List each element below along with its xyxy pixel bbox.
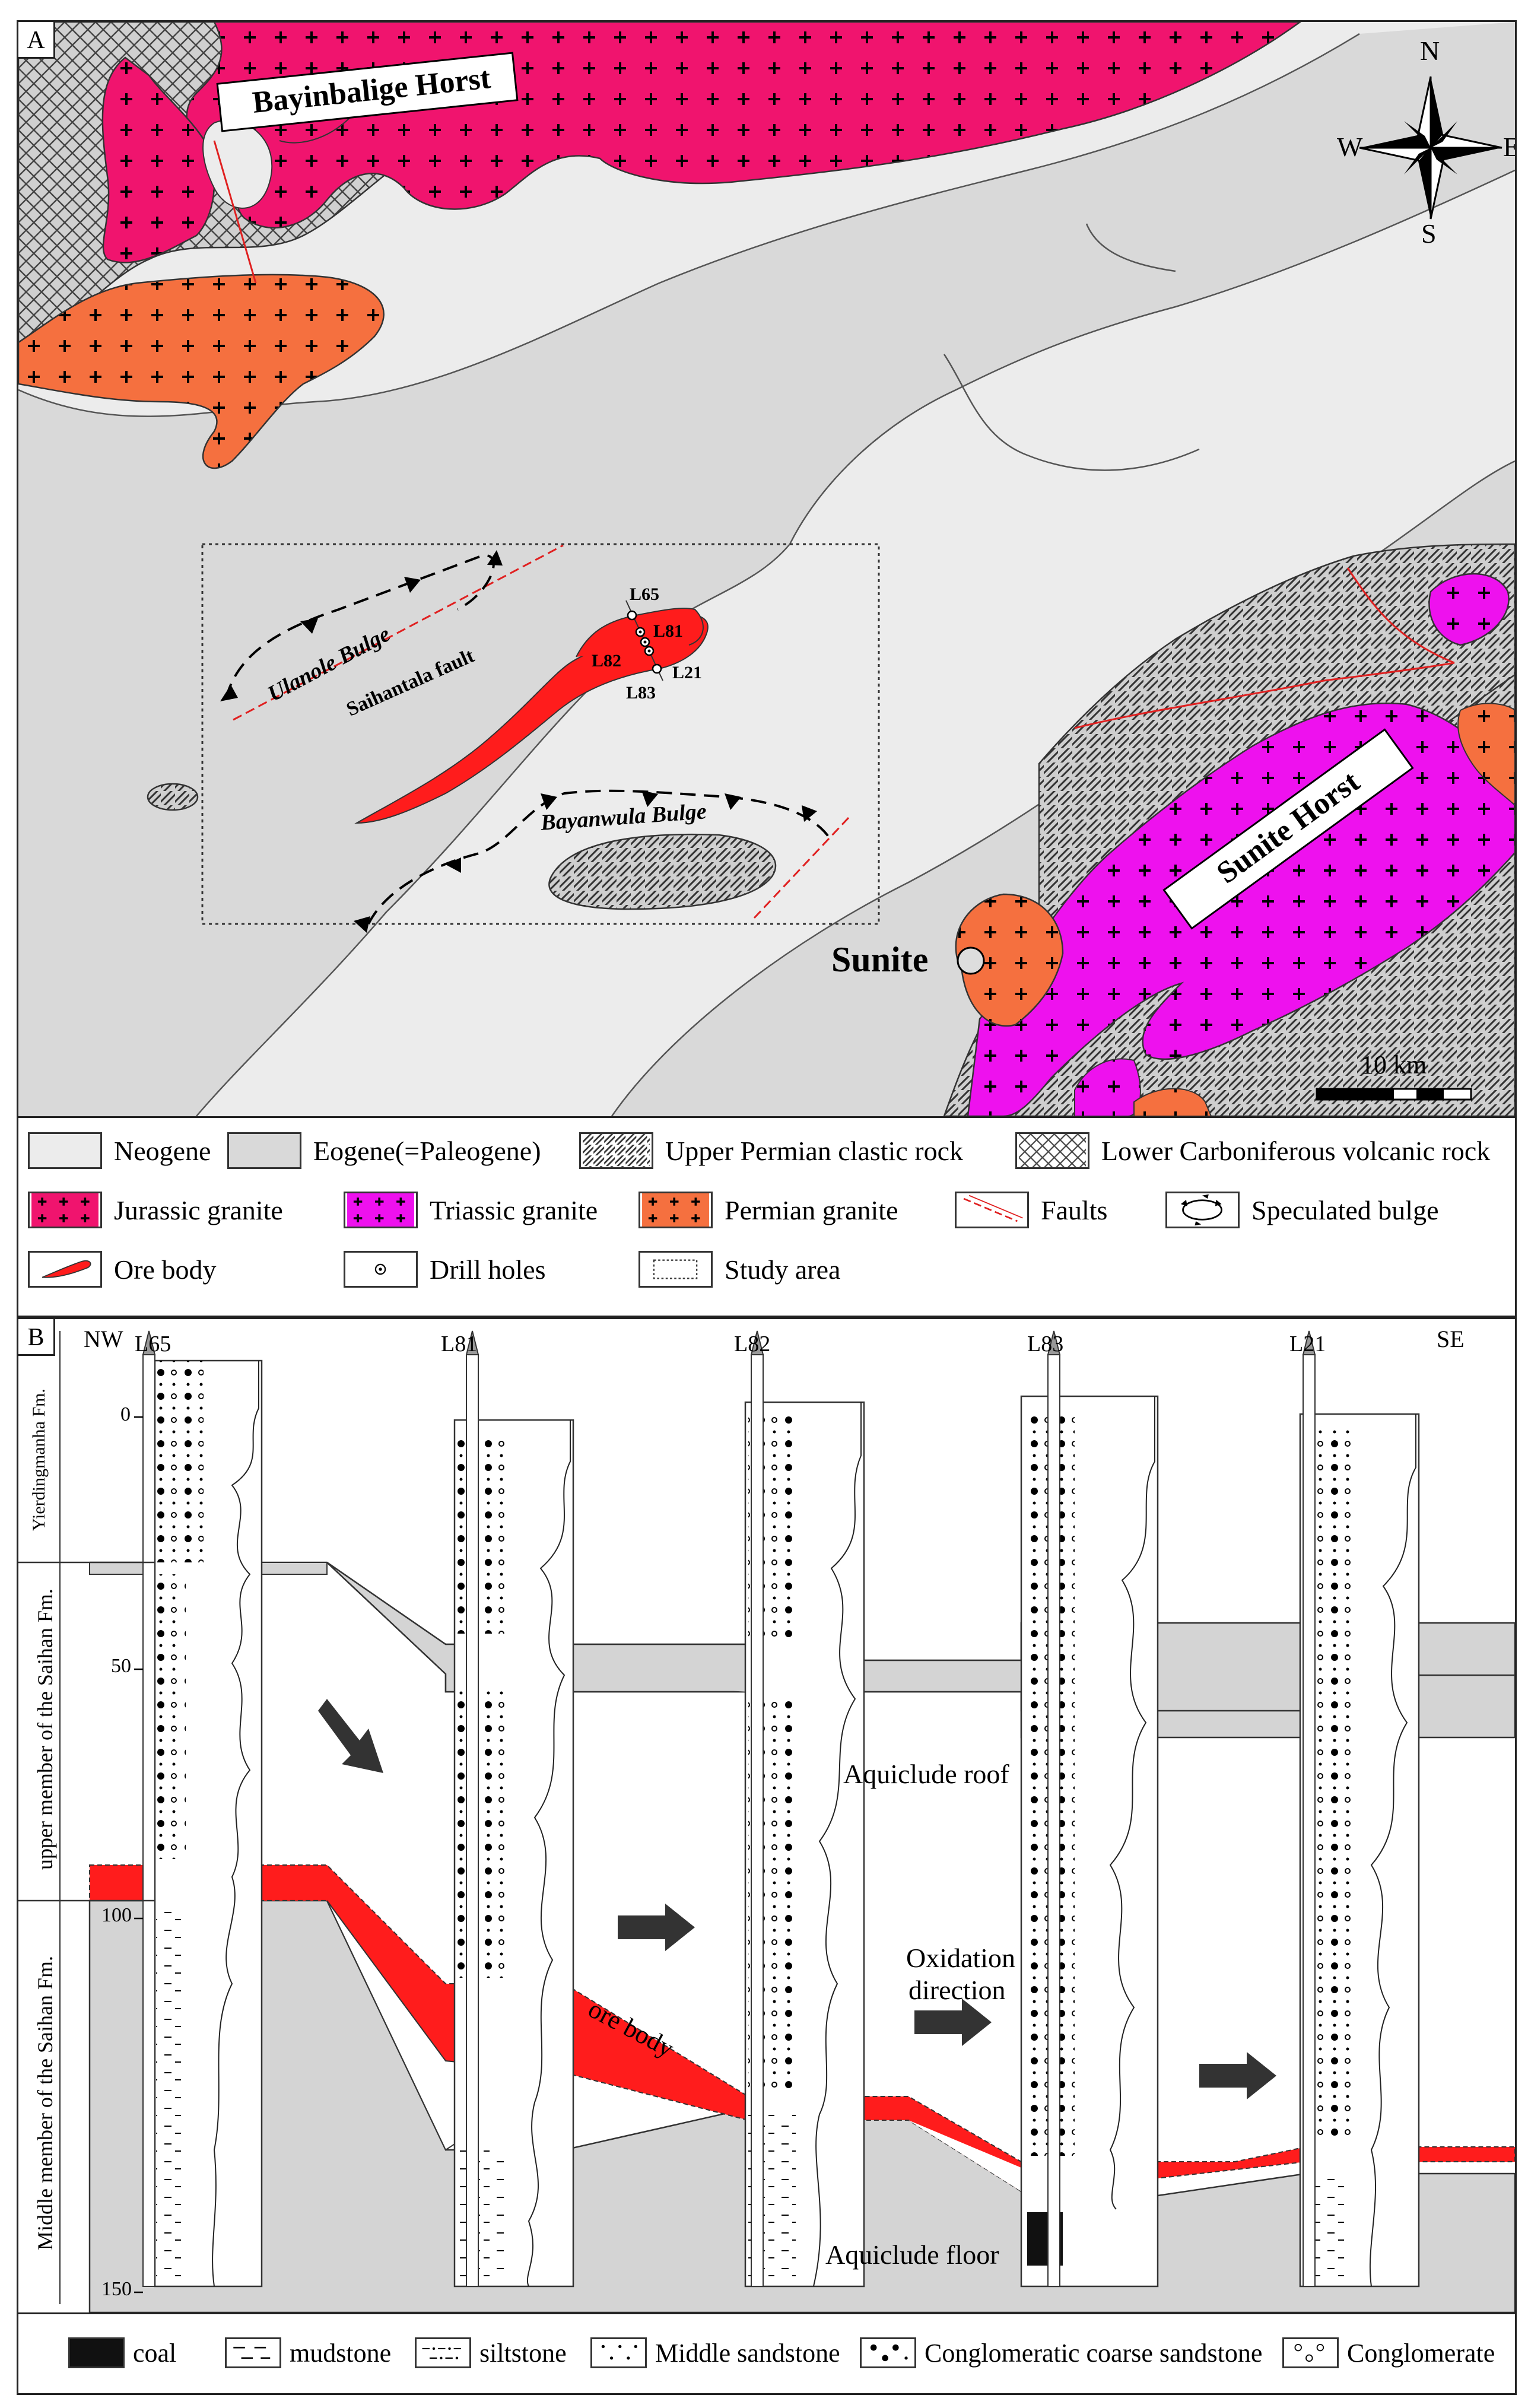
legend-item-middle-sandstone: Middle sandstone — [590, 2332, 840, 2374]
nw-label: NW — [84, 1326, 123, 1352]
legend-item-jurassic-granite: Jurassic granite — [28, 1189, 283, 1231]
formation-label-middle-saihan: Middle member of the Saihan Fm. — [33, 1956, 57, 2250]
study-area-swatch — [638, 1251, 713, 1288]
well-label-l21: L21 — [1289, 1332, 1326, 1357]
lower-carboniferous-swatch — [1015, 1132, 1089, 1169]
compass-e: E — [1503, 131, 1515, 163]
ore-body-map — [354, 608, 709, 824]
compass-w: W — [1337, 132, 1363, 162]
drill-label-l82: L82 — [592, 651, 622, 671]
well-label-l82: L82 — [734, 1332, 771, 1357]
legend-item-siltstone: siltstone — [415, 2332, 567, 2374]
legend-item-study-area: Study area — [638, 1249, 840, 1290]
legend-item-neogene: Neogene — [28, 1130, 211, 1171]
legend-item-coal: coal — [68, 2332, 176, 2374]
drill-label-l21: L21 — [672, 663, 703, 682]
cross-section — [18, 1319, 1515, 2312]
conglomerate-swatch — [1282, 2337, 1339, 2368]
well-label-l65: L65 — [135, 1332, 171, 1357]
legend-item-permian-granite: Permian granite — [638, 1189, 898, 1231]
legend-item-speculated-bulge: Speculated bulge — [1165, 1189, 1439, 1231]
legend-item-eogene: Eogene(=Paleogene) — [227, 1130, 541, 1171]
panel-a-label: A — [18, 22, 55, 59]
aquiclude-roof-label: Aquiclude roof — [843, 1759, 1009, 1789]
drill-label-l65: L65 — [630, 584, 660, 604]
north-arrow-icon — [1359, 76, 1502, 220]
geologic-map — [18, 22, 1515, 1116]
faults-swatch — [955, 1192, 1029, 1228]
legend-item-conglomeratic-sandstone: Conglomeratic coarse sandstone — [860, 2332, 1262, 2374]
siltstone-swatch — [415, 2337, 471, 2368]
drill-holes-swatch — [344, 1251, 418, 1288]
triassic-granite-swatch — [344, 1192, 418, 1228]
depth-tick-150: 150 — [101, 2278, 132, 2300]
panel-a-map: A Bayinbalige Horst Sunite Horst N S E W… — [17, 20, 1517, 1118]
legend-item-lower-carboniferous: Lower Carboniferous volcanic rock — [1015, 1130, 1490, 1171]
legend-item-ore-body: Ore body — [28, 1249, 216, 1290]
drill-label-l81: L81 — [653, 621, 684, 641]
legend-item-drill-holes: Drill holes — [344, 1249, 545, 1290]
coal-swatch — [68, 2337, 125, 2368]
panel-b-section: B NW SE L65 L81 L82 L83 L21 0 50 100 150… — [17, 1317, 1517, 2314]
sunite-town-label: Sunite — [831, 940, 929, 979]
well-label-l83: L83 — [1027, 1332, 1064, 1357]
upper-permian-swatch — [579, 1132, 653, 1169]
legend-a: Neogene Eogene(=Paleogene) Upper Permian… — [17, 1118, 1517, 1317]
scale-bar-label: 10 km — [1361, 1050, 1427, 1079]
permian-granite-swatch — [638, 1192, 713, 1228]
se-label: SE — [1437, 1326, 1465, 1352]
depth-tick-100: 100 — [101, 1904, 132, 1926]
depth-tick-50: 50 — [111, 1655, 131, 1677]
oxidation-label-2: direction — [908, 1975, 1006, 2005]
well-markers — [142, 1330, 1316, 2287]
panel-b-label: B — [18, 1319, 55, 1356]
legend-b: coal mudstone siltstone Middle sandstone… — [17, 2314, 1517, 2395]
oxidation-label-1: Oxidation — [906, 1943, 1015, 1973]
well-label-l81: L81 — [441, 1332, 478, 1357]
neogene-swatch — [28, 1132, 102, 1169]
legend-item-conglomerate: Conglomerate — [1282, 2332, 1495, 2374]
compass-n: N — [1420, 36, 1440, 66]
legend-item-mudstone: mudstone — [225, 2332, 391, 2374]
legend-item-triassic-granite: Triassic granite — [344, 1189, 598, 1231]
aquiclude-floor-label: Aquiclude floor — [825, 2239, 999, 2270]
oxidation-arrows — [318, 1699, 1276, 2099]
legend-item-upper-permian: Upper Permian clastic rock — [579, 1130, 963, 1171]
middle-sandstone-swatch — [590, 2337, 647, 2368]
compass-s: S — [1421, 218, 1437, 249]
speculated-bulge-swatch — [1165, 1192, 1240, 1228]
drill-label-l83: L83 — [626, 683, 656, 703]
sunite-town-marker — [957, 946, 985, 975]
conglomeratic-sandstone-swatch — [860, 2337, 916, 2368]
mudstone-swatch — [225, 2337, 281, 2368]
legend-item-faults: Faults — [955, 1189, 1107, 1231]
ore-body-swatch — [28, 1251, 102, 1288]
jurassic-granite-swatch — [28, 1192, 102, 1228]
eogene-swatch — [227, 1132, 301, 1169]
depth-tick-0: 0 — [120, 1403, 131, 1425]
